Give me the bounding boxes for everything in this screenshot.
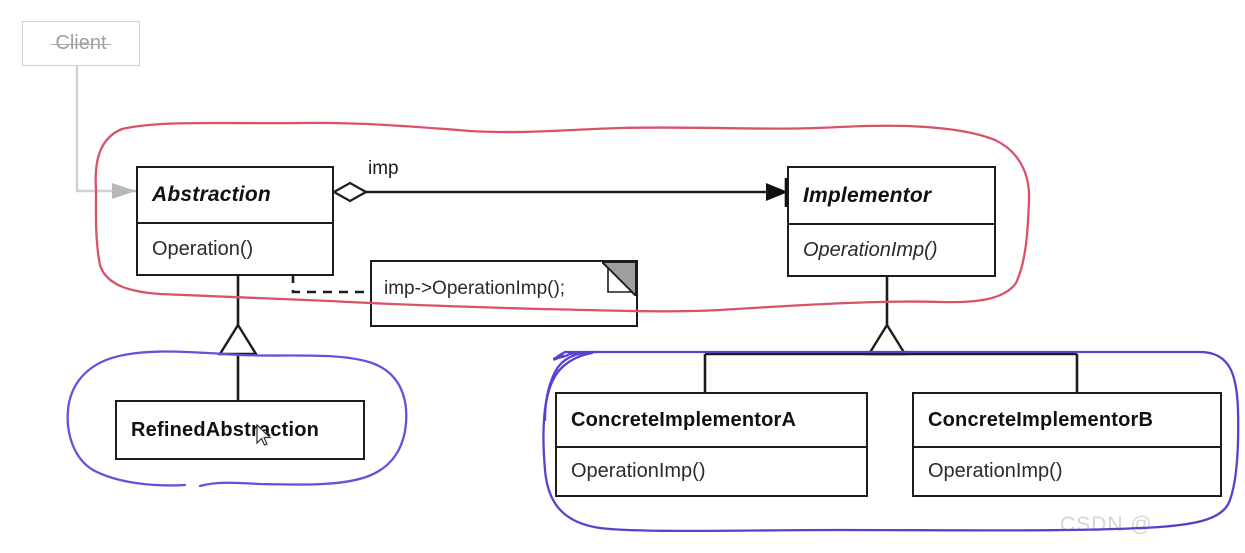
note-fold-icon — [602, 262, 636, 296]
concrete-implementor-a-members-row: OperationImp() — [557, 446, 866, 495]
concrete-implementor-a-title-row: ConcreteImplementorA — [557, 394, 866, 446]
concrete-implementor-b-members-row: OperationImp() — [914, 446, 1220, 495]
refined-abstraction-generalization — [217, 276, 259, 400]
implementor-title: Implementor — [803, 183, 932, 207]
uml-note-box[interactable]: imp->OperationImp(); — [370, 260, 638, 327]
abstraction-title: Abstraction — [152, 183, 271, 206]
concrete-implementors-generalization — [703, 277, 1079, 392]
client-to-abstraction-connector — [75, 66, 136, 199]
refined-abstraction-title: RefinedAbstraction — [131, 418, 320, 441]
abstraction-member-operation: Operation() — [152, 237, 254, 260]
abstraction-members-row: Operation() — [138, 222, 332, 274]
concrete-implementor-a-title: ConcreteImplementorA — [571, 408, 797, 431]
client-label: Client — [51, 32, 111, 54]
concrete-implementor-a-member: OperationImp() — [571, 460, 706, 482]
concrete-implementor-b-title-row: ConcreteImplementorB — [914, 394, 1220, 446]
note-text: imp->OperationImp(); — [384, 278, 566, 299]
abstraction-implementor-association — [331, 178, 788, 207]
association-label-imp: imp — [368, 158, 399, 179]
concrete-implementor-b-title: ConcreteImplementorB — [928, 408, 1154, 431]
implementor-members-row: OperationImp() — [789, 223, 994, 275]
implementor-member-operationimp: OperationImp() — [803, 238, 938, 261]
refined-abstraction-title-row: RefinedAbstraction — [117, 402, 363, 458]
implementor-title-row: Implementor — [789, 168, 994, 223]
abstraction-class-box[interactable]: Abstraction Operation() — [136, 166, 334, 276]
concrete-implementor-a-class-box[interactable]: ConcreteImplementorA OperationImp() — [555, 392, 868, 497]
client-class-box[interactable]: Client — [22, 21, 140, 66]
csdn-watermark: CSDN @ — [1060, 513, 1153, 536]
implementor-class-box[interactable]: Implementor OperationImp() — [787, 166, 996, 277]
concrete-implementor-b-member: OperationImp() — [928, 460, 1063, 482]
refined-abstraction-class-box[interactable]: RefinedAbstraction — [115, 400, 365, 460]
abstraction-title-row: Abstraction — [138, 168, 332, 222]
concrete-implementor-b-class-box[interactable]: ConcreteImplementorB OperationImp() — [912, 392, 1222, 497]
mouse-cursor-icon — [256, 424, 272, 446]
